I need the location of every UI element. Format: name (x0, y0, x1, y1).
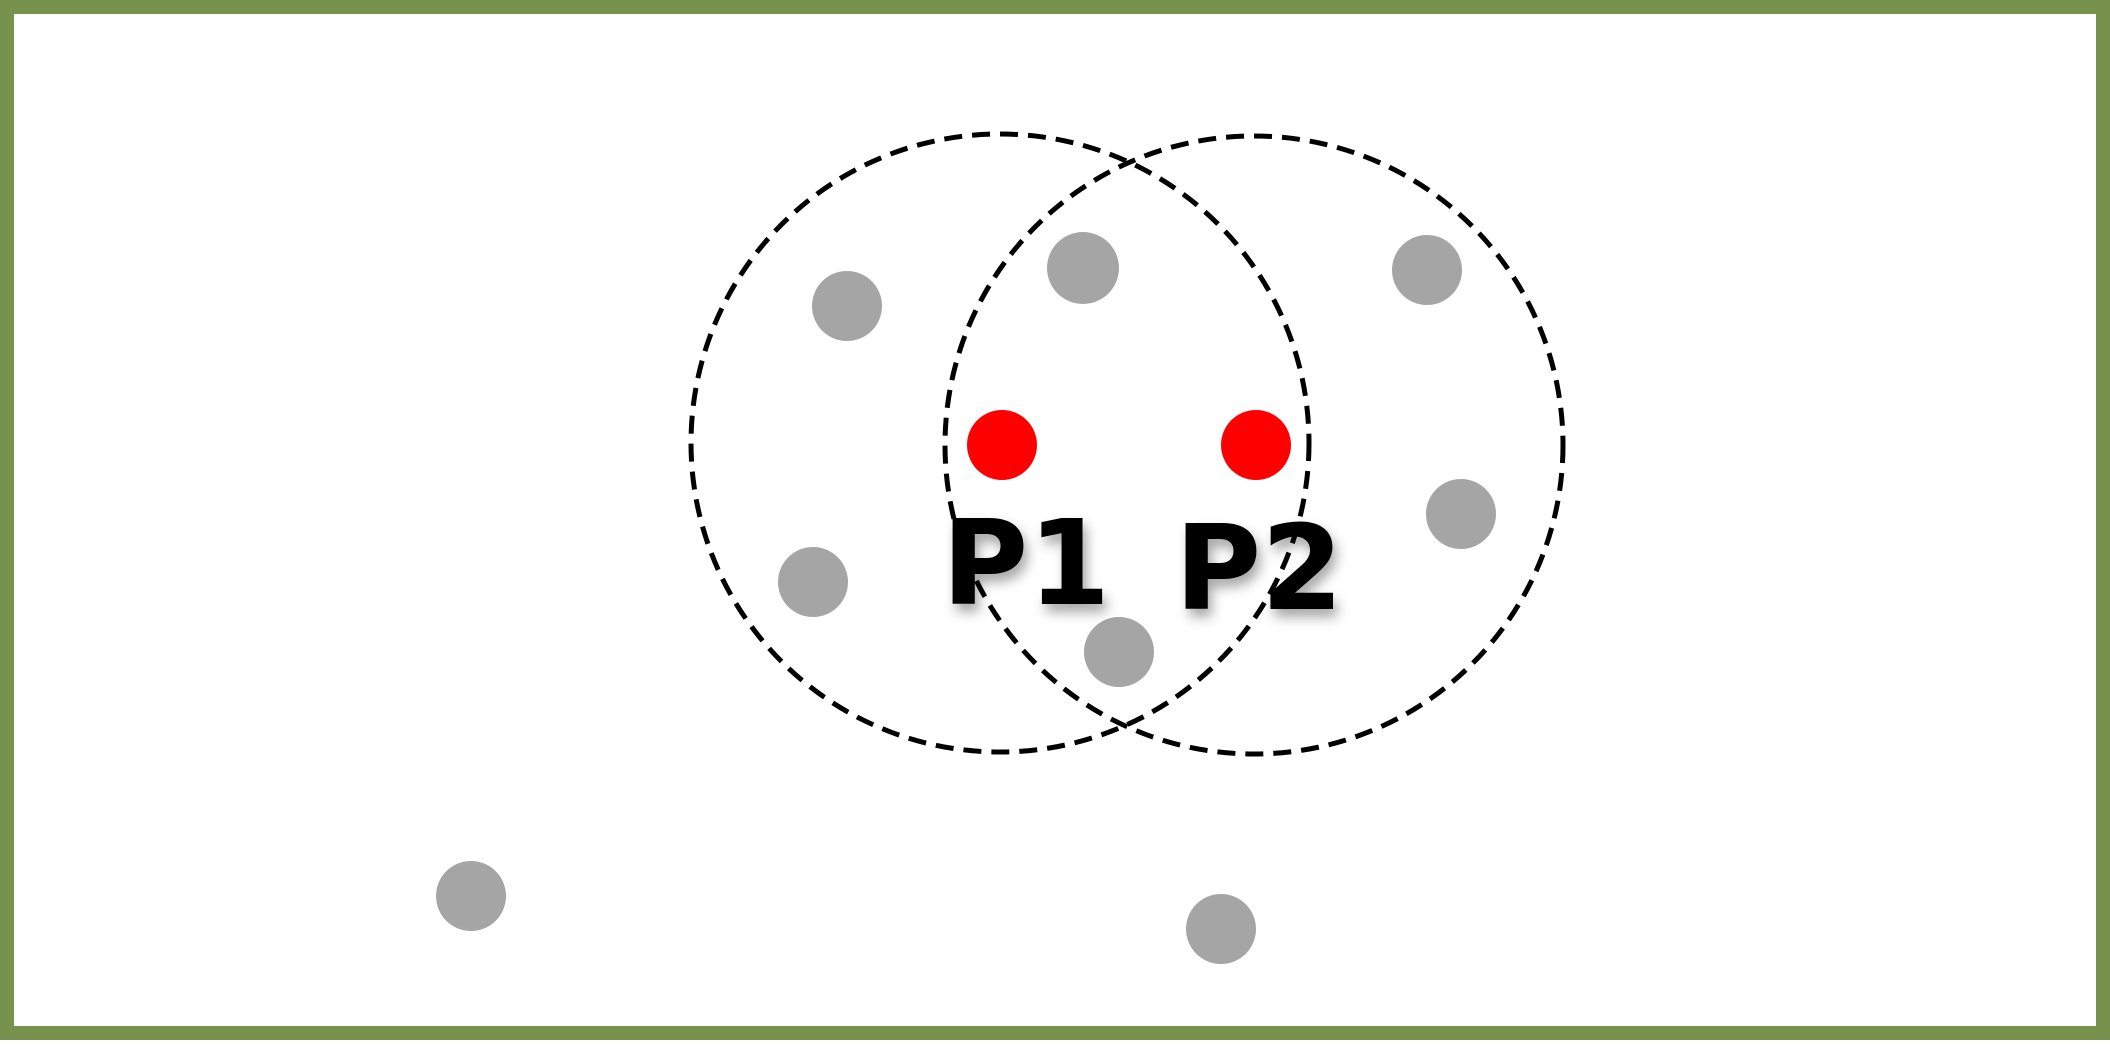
data-point (1392, 235, 1462, 305)
neighborhood-diagram: P1 P2 (436, 131, 1566, 964)
data-point (1084, 617, 1154, 687)
p1-neighborhood-circle (688, 131, 1312, 755)
data-point (1186, 894, 1256, 964)
data-point (436, 861, 506, 931)
data-point (1426, 479, 1496, 549)
data-point (778, 547, 848, 617)
p2-neighborhood-circle (942, 133, 1566, 757)
data-point (812, 271, 882, 341)
p2-point (1221, 410, 1291, 480)
p1-point (967, 410, 1037, 480)
p1-label: P1 (942, 494, 1111, 632)
data-point (1047, 232, 1119, 304)
p2-label: P2 (1175, 499, 1344, 637)
